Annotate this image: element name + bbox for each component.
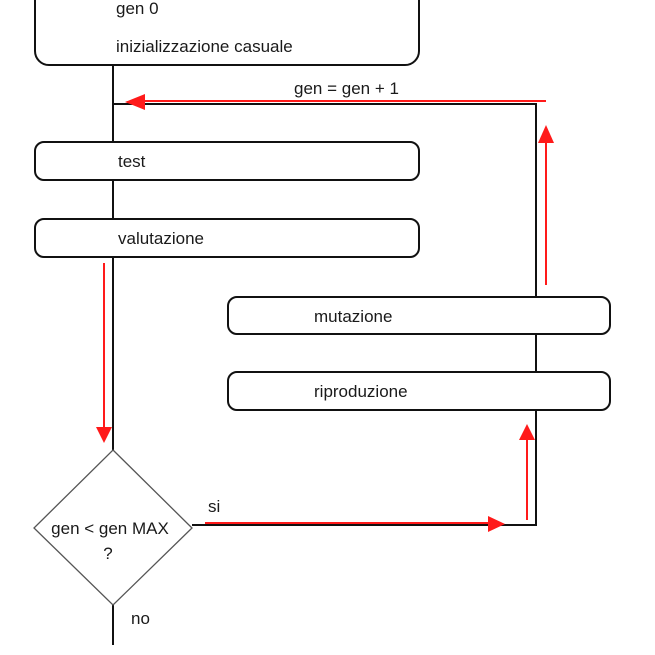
connector-decision-yes	[192, 410, 537, 526]
arrow-up-icon	[519, 424, 535, 440]
reproduction-node	[227, 371, 611, 411]
evaluation-node	[34, 218, 420, 258]
test-node	[34, 141, 420, 181]
arrow-left-icon	[125, 94, 145, 110]
mutation-node	[227, 296, 611, 335]
decision-node	[33, 449, 193, 606]
reproduction-label: riproduzione	[314, 382, 408, 401]
test-label: test	[118, 152, 146, 171]
loop-back-connector	[113, 103, 537, 297]
start-label-gen: gen 0	[116, 0, 159, 18]
start-label-init: inizializzazione casuale	[116, 37, 293, 56]
arrow-down-icon	[96, 427, 112, 443]
mutation-label: mutazione	[314, 307, 392, 326]
loop-label: gen = gen + 1	[294, 79, 399, 98]
no-label: no	[131, 609, 150, 628]
evaluation-label: valutazione	[118, 229, 204, 248]
decision-question-mark: ?	[103, 544, 112, 563]
decision-label: gen < gen MAX	[51, 519, 169, 538]
start-node	[34, 0, 420, 66]
yes-label: si	[208, 497, 220, 516]
arrow-right-icon	[488, 516, 505, 532]
arrow-up-icon	[538, 125, 554, 143]
